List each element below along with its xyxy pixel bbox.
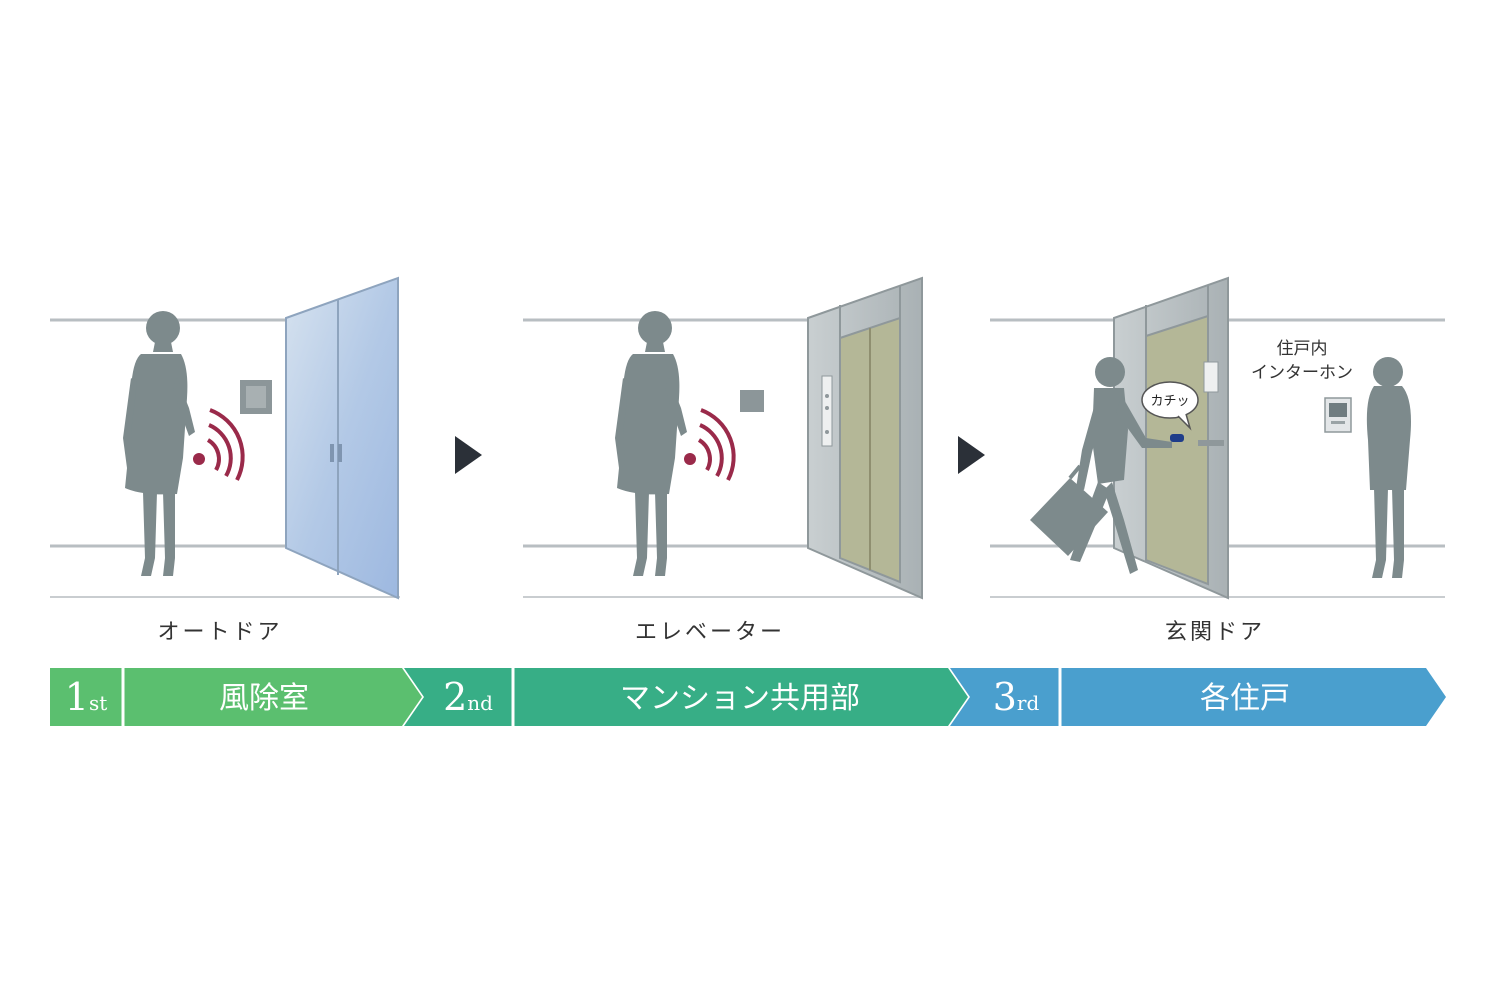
panel-elevator <box>523 276 923 600</box>
step-ordinal-1: 1st <box>65 675 108 719</box>
panel-entrance-door: カチッ 住戸内 インターホン <box>990 276 1445 600</box>
woman-with-suitcase-silhouette <box>1030 357 1172 574</box>
flow-segment-1 <box>50 668 422 726</box>
caption-elevator: エレベーター <box>634 620 785 645</box>
step-zone-1: 風除室 <box>219 681 309 716</box>
step-ordinal-3: 3rd <box>993 675 1040 719</box>
speech-bubble: カチッ <box>1141 381 1199 431</box>
woman-silhouette <box>123 311 195 576</box>
key-icon <box>1170 434 1184 442</box>
woman-silhouette <box>615 311 687 576</box>
glass-auto-door <box>285 276 399 600</box>
flow-bar: 1st 風除室 2nd マンション共用部 3rd 各住戸 <box>50 668 1446 726</box>
flow-segment-3 <box>950 668 1446 726</box>
panel-auto-door <box>50 276 400 600</box>
arrow-right-icon <box>455 436 482 474</box>
signal-waves-icon <box>684 408 736 481</box>
card-reader-panel <box>740 390 764 412</box>
flow-segment-2 <box>404 668 968 726</box>
intercom-label-line1: 住戸内 <box>1277 339 1328 359</box>
step-zone-3: 各住戸 <box>1200 681 1290 716</box>
intercom-unit-icon <box>1324 397 1352 433</box>
caption-auto-door: オートドア <box>157 620 283 645</box>
elevator-door <box>807 276 923 600</box>
speech-bubble-text: カチッ <box>1150 394 1189 409</box>
step-ordinal-2: 2nd <box>443 675 493 719</box>
woman-standing-silhouette <box>1366 357 1411 578</box>
caption-entrance-door: 玄関ドア <box>1164 620 1265 645</box>
intercom-label-line2: インターホン <box>1251 363 1353 383</box>
arrow-right-icon <box>958 436 985 474</box>
card-reader-panel <box>240 380 272 414</box>
step-zone-2: マンション共用部 <box>620 681 860 716</box>
signal-waves-icon <box>193 408 245 481</box>
